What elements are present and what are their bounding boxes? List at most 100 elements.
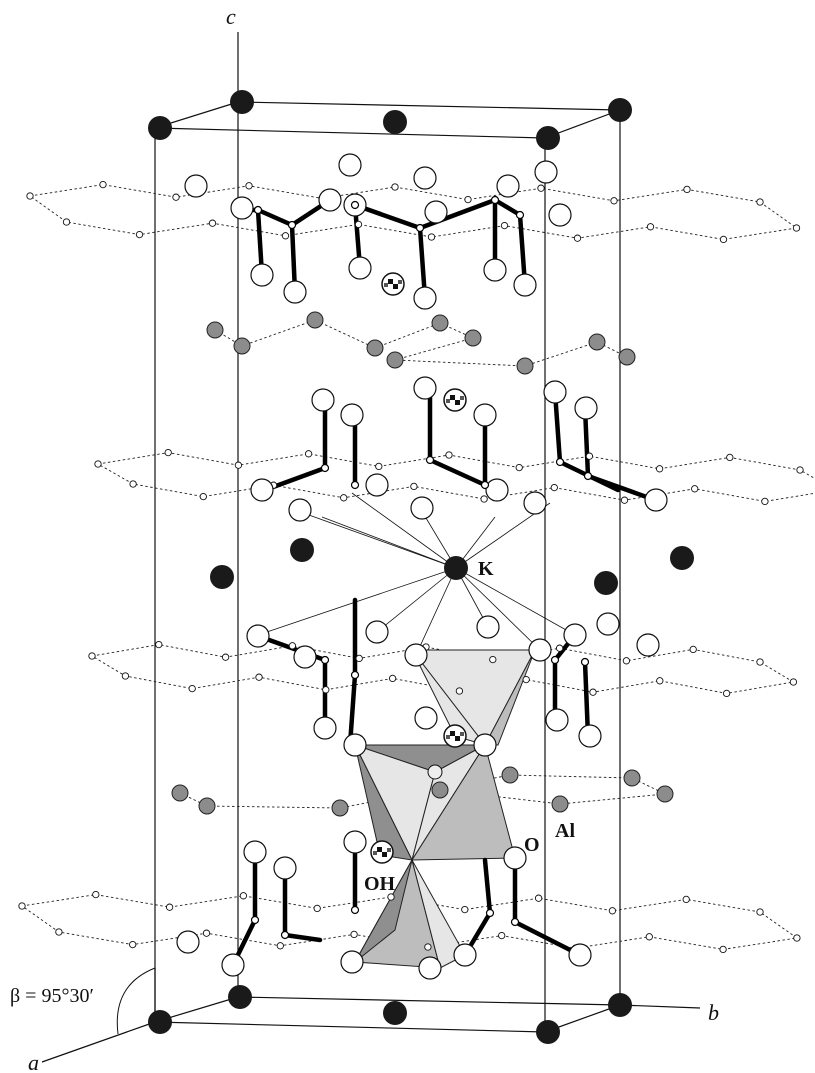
si-small-atom [792,224,801,232]
o-atom [496,174,520,198]
si-atom [287,220,297,230]
si-small-atom [340,494,348,502]
al-atom [551,795,569,813]
al-layer-upper [214,319,628,367]
si-atom [480,480,490,490]
al-octahedral-atom [427,764,443,780]
al-atom [366,339,384,357]
axis-c-label: c [226,4,236,29]
o-atom [523,491,547,515]
o-atom [250,478,274,502]
si-small-atom [322,686,330,694]
si-small-atom [719,945,727,954]
o-atom [313,716,337,740]
k-atom [383,1001,407,1025]
o-atom [343,830,367,854]
si-o-bond [417,225,428,301]
si-small-atom [522,675,530,684]
si-small-atom [480,495,488,503]
al-atom [516,357,534,375]
si-small-atom [26,192,34,200]
si-small-atom [18,902,26,910]
k-o-bond [351,492,457,569]
al-atom [656,785,674,803]
oh-atom-pattern [393,284,398,289]
o-atom [418,956,442,980]
si-o-bond [512,919,583,958]
o-atom [473,733,497,757]
si-atom [350,200,360,210]
oh-atom-pattern [460,396,464,400]
si-small-atom [55,928,63,936]
si-small-atom [313,904,321,913]
o-atom [318,188,342,212]
si-atom [415,223,425,233]
si-small-atom [796,466,804,474]
atom-label-Al: Al [555,820,575,842]
si-small-atom [622,657,631,665]
si-small-atom [610,197,618,205]
k-o-bond [321,516,457,569]
coordination-polyhedra [354,649,536,969]
si-small-atom [199,492,207,501]
si-small-atom [410,482,418,491]
o-atom [453,943,477,967]
oh-atom-pattern [455,736,460,741]
o-atom [548,203,572,227]
si-small-atom [756,658,764,666]
k-atom [148,116,172,140]
si-small-atom [646,223,655,231]
o-atom [338,153,362,177]
si-o-bond [517,212,528,288]
si-small-atom [585,452,594,460]
oh-atom-pattern [446,399,450,403]
k-atom [148,1010,172,1034]
polyhedron-face [411,743,516,861]
si-small-atom [550,483,558,492]
si-atom [515,210,525,220]
si-atom [250,915,260,925]
oh-atom-pattern [373,851,377,855]
si-small-atom [387,893,395,901]
al-atom [501,766,519,784]
axis-a-label: a [28,1050,39,1073]
o-atom [343,733,367,757]
si-small-atom [445,451,453,459]
o-atom [644,488,668,512]
si-o-bond [492,197,523,218]
o-atom [340,403,364,427]
sheet-ring-top [28,184,798,240]
k-atom [228,985,252,1009]
o-atom [485,478,509,502]
beta-angle-label: β = 95°30′ [10,985,94,1007]
o-atom [534,160,558,184]
si-small-atom [424,943,432,951]
al-atom [623,769,641,787]
polyhedron-face [354,744,413,861]
o-atom [413,166,437,190]
atoms [18,90,804,1044]
atom-label-O: O [524,834,540,856]
o-atom [574,396,598,420]
si-small-atom [498,931,506,940]
unit-cell-frame [154,101,621,1033]
o-atom [243,840,267,864]
oh-atom-pattern [384,283,388,287]
si-small-atom [245,182,253,190]
si-small-atom [92,890,100,899]
k-atom [670,546,694,570]
cell-edge [154,127,546,139]
k-o-bond [455,567,541,651]
si-o-bond [347,672,358,748]
al-atom [306,311,324,329]
si-small-atom [88,652,96,660]
si-small-atom [683,185,691,194]
si-small-atom [656,677,664,685]
si-small-atom [793,934,801,942]
si-small-atom [62,218,71,226]
si-atom [280,930,290,940]
cell-edge [237,996,621,1006]
al-atom [233,337,251,355]
si-small-atom [288,642,297,650]
si-small-atom [188,684,196,693]
